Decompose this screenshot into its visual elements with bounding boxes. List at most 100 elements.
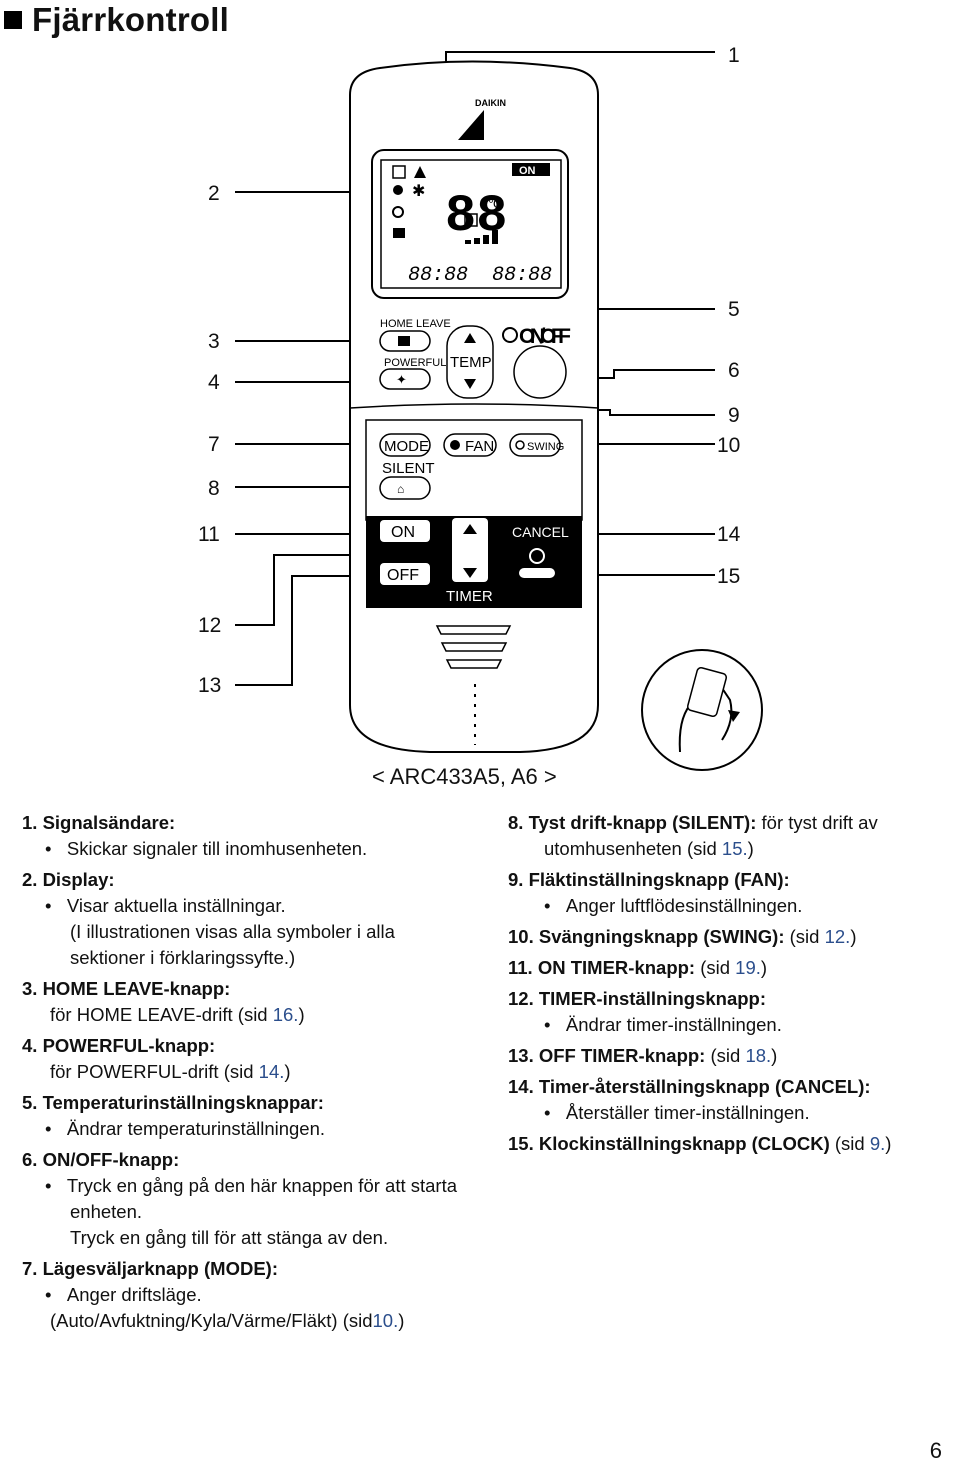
page-title-wrap: Fjärrkontroll bbox=[4, 0, 229, 40]
off-timer-button[interactable] bbox=[380, 563, 430, 585]
item-15-post: ) bbox=[885, 1133, 892, 1154]
power-icon bbox=[502, 327, 518, 343]
callout-14: 14 bbox=[717, 523, 741, 546]
on-timer-button[interactable] bbox=[380, 520, 430, 542]
mode-label: MODE bbox=[384, 438, 429, 455]
item-8-line: 8. Tyst drift-knapp (SILENT): för tyst d… bbox=[508, 810, 953, 836]
item-8-page-link[interactable]: 15. bbox=[721, 838, 748, 859]
item-14-title: 14. Timer-återställningsknapp (CANCEL): bbox=[508, 1076, 871, 1097]
clock-icon bbox=[529, 548, 545, 564]
powerful-icon: ✦ bbox=[396, 372, 407, 387]
item-5-title: 5. Temperaturinställningsknappar: bbox=[22, 1092, 324, 1113]
on-timer-label: ON bbox=[391, 524, 415, 541]
legend-right-column: 8. Tyst drift-knapp (SILENT): för tyst d… bbox=[508, 810, 953, 1157]
title-bullet-square bbox=[4, 11, 22, 29]
item-11-pre: (sid bbox=[695, 957, 736, 978]
item-14-bullet: • Återställer timer-inställningen. bbox=[544, 1102, 810, 1123]
item-11-title: 11. ON TIMER-knapp: bbox=[508, 957, 696, 978]
page-number: 6 bbox=[929, 1438, 942, 1463]
onoff-label: ON/OFF bbox=[519, 325, 571, 348]
item-8-desc: utomhusenheten (sid 15.) bbox=[508, 836, 953, 862]
callout-6: 6 bbox=[728, 359, 740, 382]
item-15-page-link[interactable]: 9. bbox=[869, 1133, 886, 1154]
swing-label: SWING bbox=[527, 441, 564, 453]
silent-icon: ⌂ bbox=[397, 482, 404, 496]
item-3-desc: för HOME LEAVE-drift (sid 16.) bbox=[22, 1002, 492, 1028]
item-13-post: ) bbox=[771, 1045, 778, 1066]
item-14-bullet-text: Återställer timer-inställningen. bbox=[565, 1102, 810, 1123]
item-2-cont-2: sektioner i förklaringssyfte.) bbox=[70, 947, 296, 968]
timer-down-icon bbox=[463, 568, 477, 578]
clock-button[interactable] bbox=[519, 568, 555, 578]
item-7-page-link[interactable]: 10. bbox=[372, 1310, 399, 1331]
item-10-post: ) bbox=[850, 926, 857, 947]
silent-button[interactable] bbox=[379, 476, 431, 500]
callout-12: 12 bbox=[198, 614, 222, 637]
item-5-bullet-text: Ändrar temperaturinställningen. bbox=[66, 1118, 326, 1139]
item-6-bullet: • Tryck en gång på den här knappen för a… bbox=[45, 1175, 458, 1196]
chevron-right-icon: > bbox=[543, 764, 557, 789]
callout-9: 9 bbox=[728, 404, 740, 427]
item-4-page-link[interactable]: 14. bbox=[258, 1061, 285, 1082]
item-10-page-link[interactable]: 12. bbox=[824, 926, 851, 947]
page-title: Fjärrkontroll bbox=[32, 1, 229, 38]
remote-divider bbox=[349, 403, 599, 409]
daikin-logo-text: DAIKIN bbox=[475, 98, 506, 108]
powerful-label: POWERFUL bbox=[384, 357, 446, 369]
item-4-desc-text: för POWERFUL-drift (sid bbox=[50, 1061, 259, 1082]
display-on-text: ON bbox=[519, 165, 536, 177]
display-on-indicator bbox=[512, 163, 550, 176]
home-leave-icon bbox=[398, 336, 410, 346]
item-6-cont-1: enheten. bbox=[70, 1201, 143, 1222]
item-7-desc: (Auto/Avfuktning/Kyla/Värme/Fläkt) (sid1… bbox=[22, 1308, 492, 1334]
temp-buttons[interactable] bbox=[446, 325, 494, 399]
item-12-bullet: • Ändrar timer-inställningen. bbox=[544, 1014, 782, 1035]
item-4-desc-end: ) bbox=[284, 1061, 291, 1082]
slide-arrow-icon bbox=[728, 710, 740, 722]
item-8-desc-text: utomhusenheten (sid bbox=[544, 838, 722, 859]
item-10-line: 10. Svängningsknapp (SWING): (sid 12.) bbox=[508, 924, 953, 950]
item-12-bullet-text: Ändrar timer-inställningen. bbox=[565, 1014, 782, 1035]
callout-7: 7 bbox=[208, 433, 220, 456]
item-11-post: ) bbox=[760, 957, 768, 978]
item-1-title: 1. Signalsändare: bbox=[22, 812, 176, 833]
off-timer-label: OFF bbox=[387, 567, 419, 584]
display-temp-digits: 88 bbox=[445, 187, 507, 246]
onoff-button[interactable] bbox=[513, 345, 567, 399]
item-10-title: 10. Svängningsknapp (SWING): bbox=[508, 926, 785, 947]
fan-icon bbox=[450, 440, 460, 450]
fan-label: FAN bbox=[465, 438, 494, 455]
item-7-desc-text: (Auto/Avfuktning/Kyla/Värme/Fläkt) (sid bbox=[50, 1310, 373, 1331]
battery-cover-vents bbox=[435, 625, 512, 669]
item-6-title: 6. ON/OFF-knapp: bbox=[22, 1149, 180, 1170]
display-time-2: 88:88 bbox=[492, 264, 552, 287]
cancel-label: CANCEL bbox=[512, 524, 569, 540]
item-3-page-link[interactable]: 16. bbox=[272, 1004, 299, 1025]
item-13-page-link[interactable]: 18. bbox=[745, 1045, 772, 1066]
home-leave-label: HOME LEAVE bbox=[380, 318, 451, 330]
item-15-line: 15. Klockinställningsknapp (CLOCK) (sid … bbox=[508, 1131, 953, 1157]
item-6-bullet-text: Tryck en gång på den här knappen för att… bbox=[66, 1175, 458, 1196]
swing-button[interactable] bbox=[509, 433, 561, 457]
item-11-page-link[interactable]: 19. bbox=[735, 957, 761, 978]
model-label: < ARC433A5, A6 > bbox=[372, 764, 557, 790]
item-1-bullet-text: Skickar signaler till inomhusenheten. bbox=[66, 838, 368, 859]
item-8-tail: för tyst drift av bbox=[756, 812, 878, 833]
item-2-bullet-text: Visar aktuella inställningar. bbox=[66, 895, 286, 916]
item-7-bullet-text: Anger driftsläge. bbox=[66, 1284, 202, 1305]
item-2-title: 2. Display: bbox=[22, 869, 115, 890]
timer-adjust-button[interactable] bbox=[452, 518, 488, 582]
fan-button[interactable] bbox=[443, 433, 497, 457]
callout-13: 13 bbox=[198, 674, 222, 697]
callout-5: 5 bbox=[728, 298, 740, 321]
item-13-title: 13. OFF TIMER-knapp: bbox=[508, 1045, 706, 1066]
item-7-bullet: • Anger driftsläge. bbox=[45, 1284, 202, 1305]
item-3-desc-text: för HOME LEAVE-drift (sid bbox=[50, 1004, 273, 1025]
item-13-pre: (sid bbox=[705, 1045, 746, 1066]
powerful-button[interactable] bbox=[379, 368, 431, 390]
item-4-desc: för POWERFUL-drift (sid 14.) bbox=[22, 1059, 492, 1085]
item-13-line: 13. OFF TIMER-knapp: (sid 18.) bbox=[508, 1043, 953, 1069]
mode-button[interactable] bbox=[379, 433, 431, 457]
legend-left-column: 1. Signalsändare: • Skickar signaler til… bbox=[22, 810, 492, 1334]
temp-label: TEMP bbox=[450, 354, 492, 371]
